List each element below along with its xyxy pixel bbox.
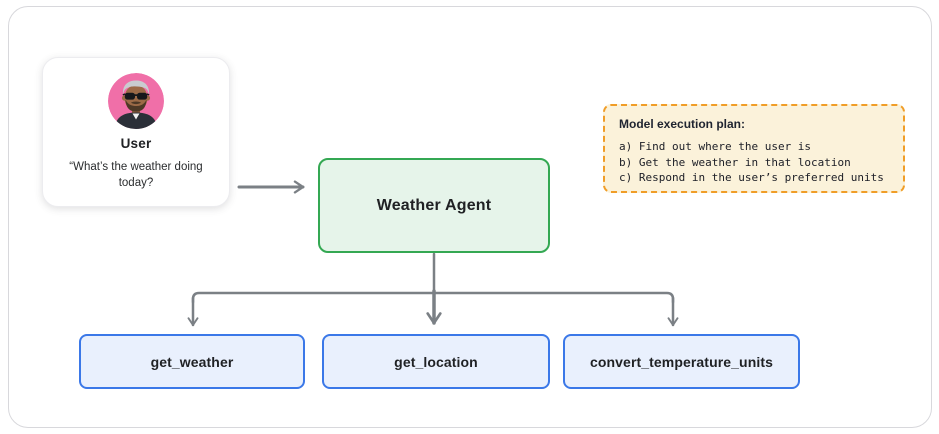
user-card: User “What’s the weather doing today?: [42, 57, 230, 207]
user-quote-line2: today?: [118, 176, 154, 189]
plan-title: Model execution plan:: [619, 117, 746, 131]
user-quote: “What’s the weather doing today?: [69, 160, 202, 191]
tool-node-get-location: get_location: [322, 334, 550, 389]
plan-item-a: a) Find out where the user is: [619, 140, 812, 153]
tool-label-convert-temperature-units: convert_temperature_units: [589, 353, 773, 370]
plan-items: a) Find out where the user is b) Get the…: [619, 139, 889, 186]
tool-label-get-weather: get_weather: [150, 353, 234, 370]
user-name: User: [120, 136, 152, 151]
tool-node-get-weather: get_weather: [79, 334, 305, 389]
plan-item-c: c) Respond in the user’s preferred units: [619, 171, 884, 185]
execution-plan-note: Model execution plan: a) Find out where …: [603, 104, 905, 193]
user-avatar-icon: [108, 73, 164, 129]
tool-label-get-location: get_location: [394, 353, 478, 370]
weather-agent-label: Weather Agent: [376, 196, 492, 214]
weather-agent-node: Weather Agent: [318, 158, 550, 253]
user-quote-line1: “What’s the weather doing: [69, 161, 203, 173]
tool-node-convert-temperature-units: convert_temperature_units: [563, 334, 800, 389]
plan-item-b: b) Get the weather in that location: [619, 155, 851, 169]
